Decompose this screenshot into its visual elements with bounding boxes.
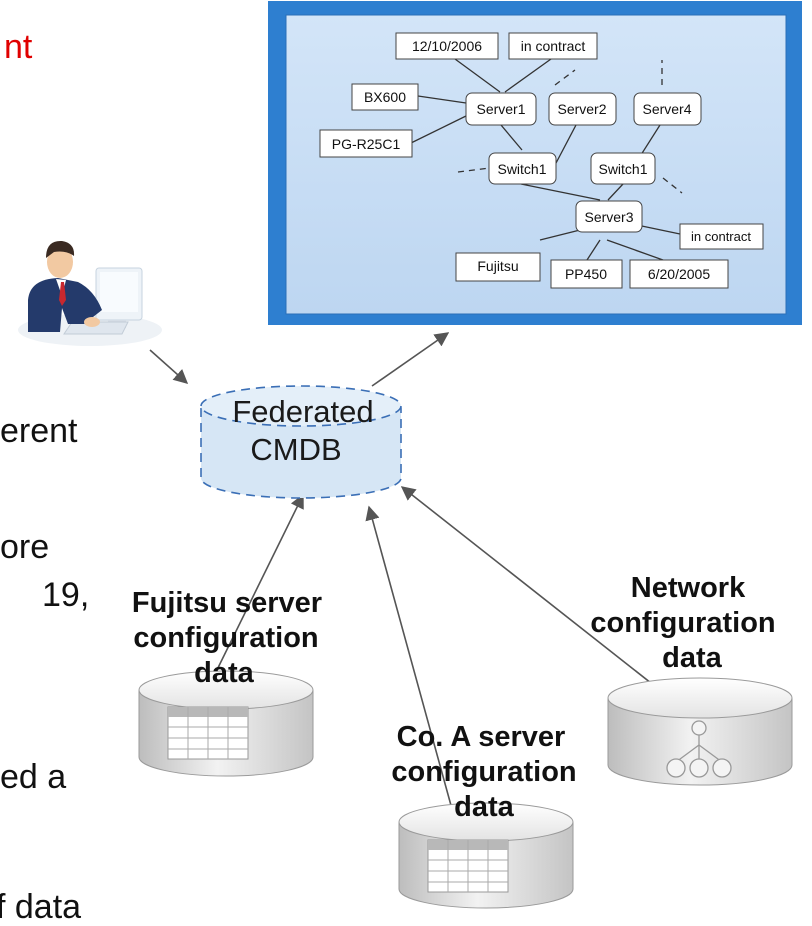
table-icon	[167, 706, 249, 760]
node-server1-label: Server1	[476, 101, 525, 117]
node-contract-1-label: in contract	[521, 38, 586, 54]
network-dashed-links	[457, 60, 683, 194]
node-server3-label: Server3	[584, 209, 633, 225]
node-contract-2-label: in contract	[691, 229, 751, 244]
node-pg-r25c1	[319, 129, 413, 158]
network-source-label-3: data	[662, 642, 723, 674]
node-date-2-label: 6/20/2005	[648, 266, 710, 282]
federated-cmdb: Federated CMDB	[200, 385, 402, 499]
node-pg-r25c1-label: PG-R25C1	[332, 136, 401, 152]
node-bx600	[351, 83, 419, 111]
source-labels: Fujitsu server configuration data Co. A …	[132, 572, 776, 823]
arrow-cmdb-to-monitor	[371, 332, 450, 387]
network-data-cylinder	[607, 677, 793, 786]
node-fujitsu-label: Fujitsu	[477, 258, 518, 274]
node-date-1-label: 12/10/2006	[412, 38, 482, 54]
co-a-source-label-2: configuration	[391, 756, 576, 788]
node-fujitsu	[455, 252, 541, 282]
arrow-fujitsu-to-cmdb	[211, 493, 304, 681]
node-bx600-label: BX600	[364, 89, 406, 105]
tree-icon	[666, 720, 732, 778]
node-pp450-label: PP450	[565, 266, 607, 282]
node-switch1-b-label: Switch1	[598, 161, 647, 177]
node-server2	[548, 92, 617, 126]
node-switch1-b	[590, 152, 656, 185]
node-server4	[633, 92, 702, 126]
fujitsu-source-label-1: Fujitsu server	[132, 587, 322, 619]
node-contract-1	[508, 32, 598, 60]
node-server3	[575, 200, 643, 233]
bg-text-19: 19,	[42, 576, 90, 614]
fujitsu-source-label-2: configuration	[133, 622, 318, 654]
fujitsu-data-cylinder	[138, 670, 314, 777]
node-server1	[465, 92, 537, 126]
node-date-2	[629, 259, 729, 289]
node-switch1-a-label: Switch1	[497, 161, 546, 177]
bg-text-nt: nt	[4, 28, 33, 66]
node-server2-label: Server2	[557, 101, 606, 117]
arrow-user-to-cmdb	[149, 349, 189, 384]
network-nodes: 12/10/2006 in contract BX600 Server1 Ser…	[319, 32, 764, 289]
co-a-source-label-1: Co. A server	[397, 721, 566, 753]
network-source-label-2: configuration	[590, 607, 775, 639]
cmdb-label-line1: Federated	[232, 394, 373, 429]
node-pp450	[550, 259, 623, 289]
arrow-network-to-cmdb	[400, 486, 671, 699]
node-switch1-a	[488, 152, 557, 185]
arrow-co-a-to-cmdb	[365, 505, 456, 821]
network-source-label-1: Network	[631, 572, 746, 604]
fujitsu-source-label-3: data	[194, 657, 255, 689]
node-contract-2	[679, 223, 764, 250]
node-date-1	[395, 32, 499, 60]
node-server4-label: Server4	[642, 101, 691, 117]
co-a-data-cylinder	[398, 802, 574, 909]
bg-text-ore: ore	[0, 528, 50, 566]
table-icon	[427, 839, 509, 893]
flow-arrows	[149, 332, 671, 821]
user-at-computer-icon	[18, 240, 162, 346]
cmdb-label-line2: CMDB	[250, 432, 341, 467]
bg-text-ed-a: ed a	[0, 758, 67, 796]
co-a-source-label-3: data	[454, 791, 515, 823]
bg-text-erent: erent	[0, 412, 78, 450]
